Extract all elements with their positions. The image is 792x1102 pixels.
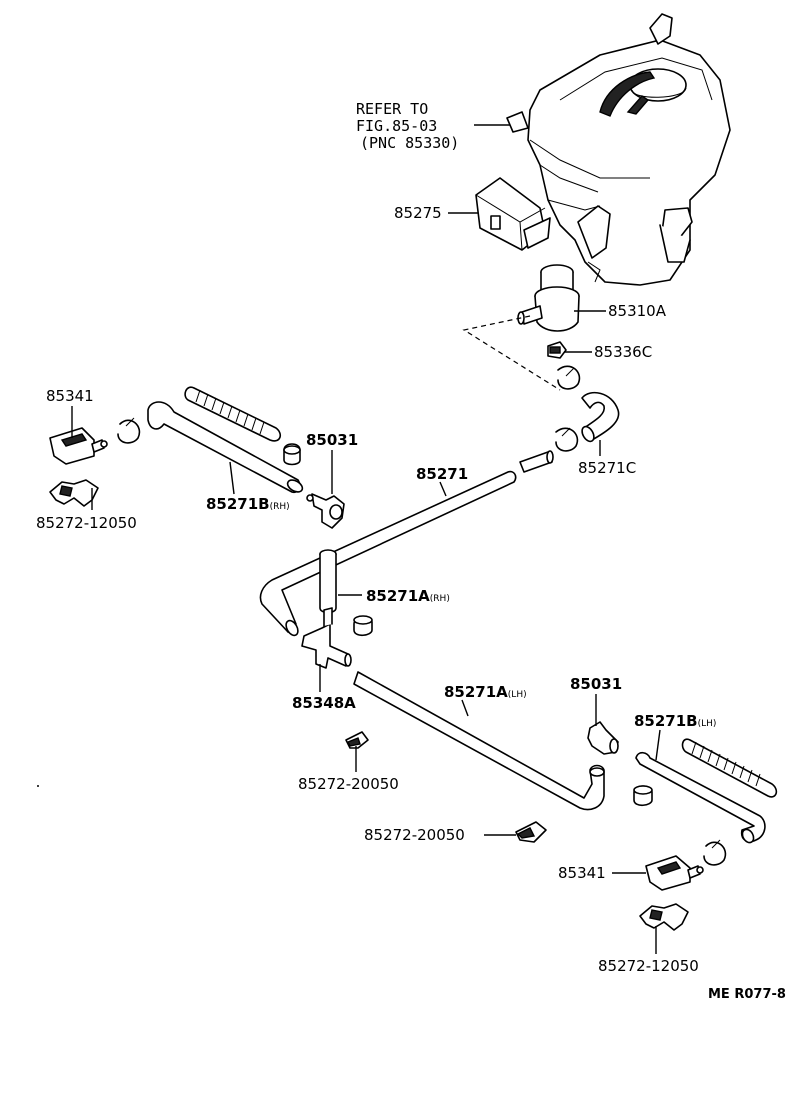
scan-speck — [37, 785, 39, 787]
label-85348A: 85348A — [292, 694, 356, 712]
part-85271A-lh — [353, 671, 605, 811]
part-85271B-rh-hose — [147, 401, 304, 494]
cap-small-left — [283, 443, 301, 466]
refer-note-line3: (PNC 85330) — [360, 134, 459, 152]
label-85271A-rh-sub: (RH) — [430, 594, 450, 604]
label-85271: 85271 — [416, 465, 468, 483]
label-85271B-lh-code: 85271B — [634, 712, 698, 730]
label-85271A-lh-code: 85271A — [444, 683, 508, 701]
part-85271-hose — [259, 470, 517, 637]
part-85336C-grommet — [547, 341, 567, 359]
label-85271A-lh: 85271A(LH) — [444, 683, 527, 701]
part-85275-bracket — [475, 177, 551, 251]
label-85310A: 85310A — [608, 302, 667, 320]
part-85031-right-nozzle — [587, 721, 619, 755]
label-85271B-rh-code: 85271B — [206, 495, 270, 513]
ribbed-hose-right — [681, 738, 778, 798]
cap-small-center — [353, 615, 373, 637]
label-85341-right: 85341 — [558, 864, 606, 882]
ribbed-hose-left — [184, 386, 282, 442]
clip-right — [703, 839, 727, 866]
label-85271C: 85271C — [578, 459, 636, 477]
clip-upper — [557, 365, 581, 390]
part-85272-12050-right-clip — [639, 903, 689, 931]
refer-note-line2: FIG.85-03 — [356, 117, 437, 135]
part-85310A-pump — [517, 264, 580, 332]
part-85341-left-jet — [49, 427, 108, 465]
clip-85271C — [555, 427, 579, 452]
part-85272-20050-mid-clip — [345, 731, 369, 749]
label-85271B-lh: 85271B(LH) — [634, 712, 716, 730]
label-85271B-lh-sub: (LH) — [698, 719, 717, 729]
part-85341-right-jet — [645, 855, 704, 891]
label-85275: 85275 — [394, 204, 442, 222]
label-85272-12050-right: 85272-12050 — [598, 957, 699, 975]
washer-tank — [506, 13, 731, 286]
label-85271A-lh-sub: (LH) — [508, 690, 527, 700]
label-85271B-rh-sub: (RH) — [270, 502, 290, 512]
label-85336C: 85336C — [594, 343, 652, 361]
label-85031-left: 85031 — [306, 431, 358, 449]
label-85271B-rh: 85271B(RH) — [206, 495, 290, 513]
cap-small-right — [633, 785, 653, 807]
part-85271B-lh-hose — [635, 751, 766, 844]
part-85272-20050-right-clip — [515, 821, 547, 843]
label-85272-20050-mid: 85272-20050 — [298, 775, 399, 793]
label-85271A-rh-code: 85271A — [366, 587, 430, 605]
clip-left — [117, 417, 141, 444]
joint-85271-right — [519, 450, 554, 473]
part-85271C-hose — [581, 391, 620, 443]
part-85272-12050-left-clip — [49, 479, 99, 507]
refer-note-line1: REFER TO — [356, 100, 428, 118]
label-85272-20050-right: 85272-20050 — [364, 826, 465, 844]
figure-code: ME R077-8 — [708, 987, 786, 1002]
label-85271A-rh: 85271A(RH) — [366, 587, 450, 605]
label-85272-12050-left: 85272-12050 — [36, 514, 137, 532]
part-85271A-rh — [319, 549, 337, 614]
leader-lines — [71, 124, 661, 954]
label-85031-right: 85031 — [570, 675, 622, 693]
dashed-connection-line — [462, 315, 561, 391]
part-85031-left-nozzle — [306, 493, 345, 529]
label-85341-left: 85341 — [46, 387, 94, 405]
part-85348A-tjoint — [301, 607, 352, 669]
refer-note: REFER TO FIG.85-03 (PNC 85330) — [356, 100, 459, 152]
